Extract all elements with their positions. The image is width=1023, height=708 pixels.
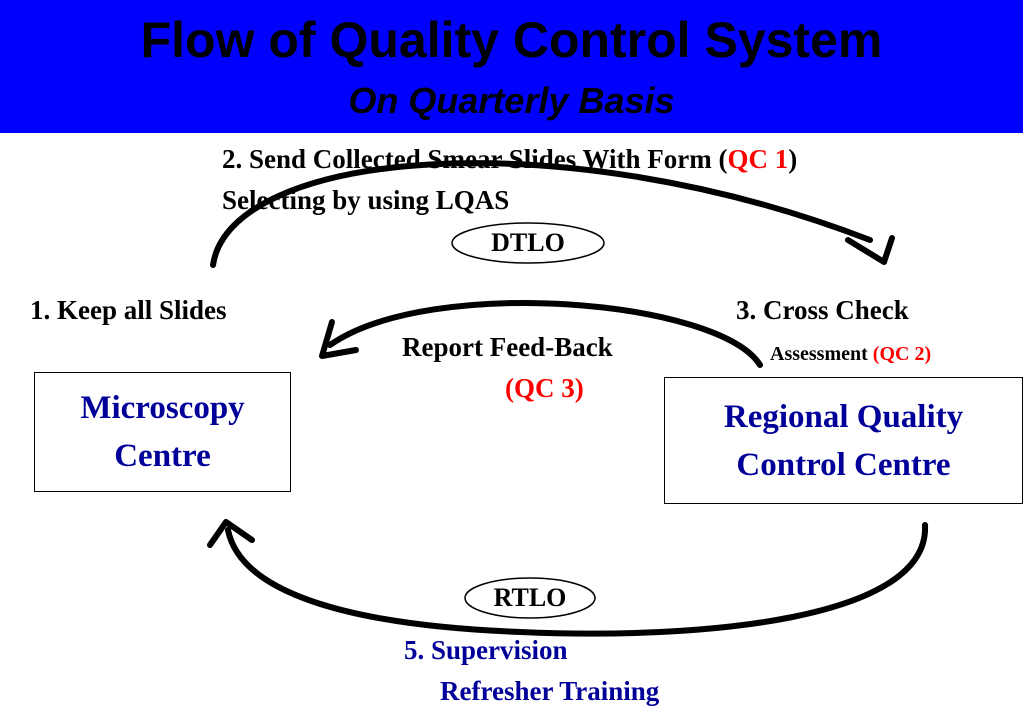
title-banner: [0, 0, 1023, 133]
rtlo-oval: [464, 577, 596, 619]
regional-line1: Regional Quality: [723, 398, 964, 435]
arrow-supervision: [225, 522, 929, 637]
arrow-feedback: [327, 300, 763, 368]
assessment-text: Assessment: [770, 343, 873, 365]
step2-label: 2. Send Collected Smear Slides With Form…: [222, 143, 797, 175]
step3-sub: Assessment (QC 2): [770, 342, 931, 366]
step2-line2: Selecting by using LQAS: [222, 185, 510, 215]
feedback-qc: (QC 3): [505, 373, 584, 403]
microscopy-line1: Microscopy: [80, 390, 245, 426]
arrowhead-supervision: [207, 519, 255, 548]
step2-text: 2. Send Collected Smear Slides With Form…: [222, 144, 728, 174]
arrow-send-slides: [210, 160, 873, 268]
step5-label: 5. Supervision: [404, 635, 568, 665]
step3-qc: (QC 2): [872, 343, 932, 365]
feedback-label: Report Feed-Back: [402, 332, 613, 362]
dtlo-oval: [451, 222, 605, 264]
regional-qc-centre-box: Regional Quality Control Centre: [664, 377, 1023, 504]
arrowhead-send-slides: [845, 235, 895, 265]
arrowhead-feedback: [319, 319, 359, 359]
step1-label: 1. Keep all Slides: [30, 295, 227, 325]
step3-label: 3. Cross Check: [736, 295, 909, 325]
step5-line2: Refresher Training: [440, 676, 660, 706]
regional-qc-centre-label: Regional Quality Control Centre: [724, 393, 963, 489]
step2-suffix: ): [788, 144, 798, 174]
microscopy-line2: Centre: [114, 438, 211, 474]
page-subtitle: On Quarterly Basis: [348, 80, 675, 121]
dtlo-label: DTLO: [491, 228, 565, 257]
rtlo-label: RTLO: [493, 583, 567, 612]
page-title: Flow of Quality Control System: [140, 12, 883, 68]
microscopy-centre-label: Microscopy Centre: [80, 384, 244, 480]
regional-line2: Control Centre: [736, 446, 951, 483]
step2-qc: QC 1: [727, 144, 789, 174]
microscopy-centre-box: Microscopy Centre: [34, 372, 291, 492]
